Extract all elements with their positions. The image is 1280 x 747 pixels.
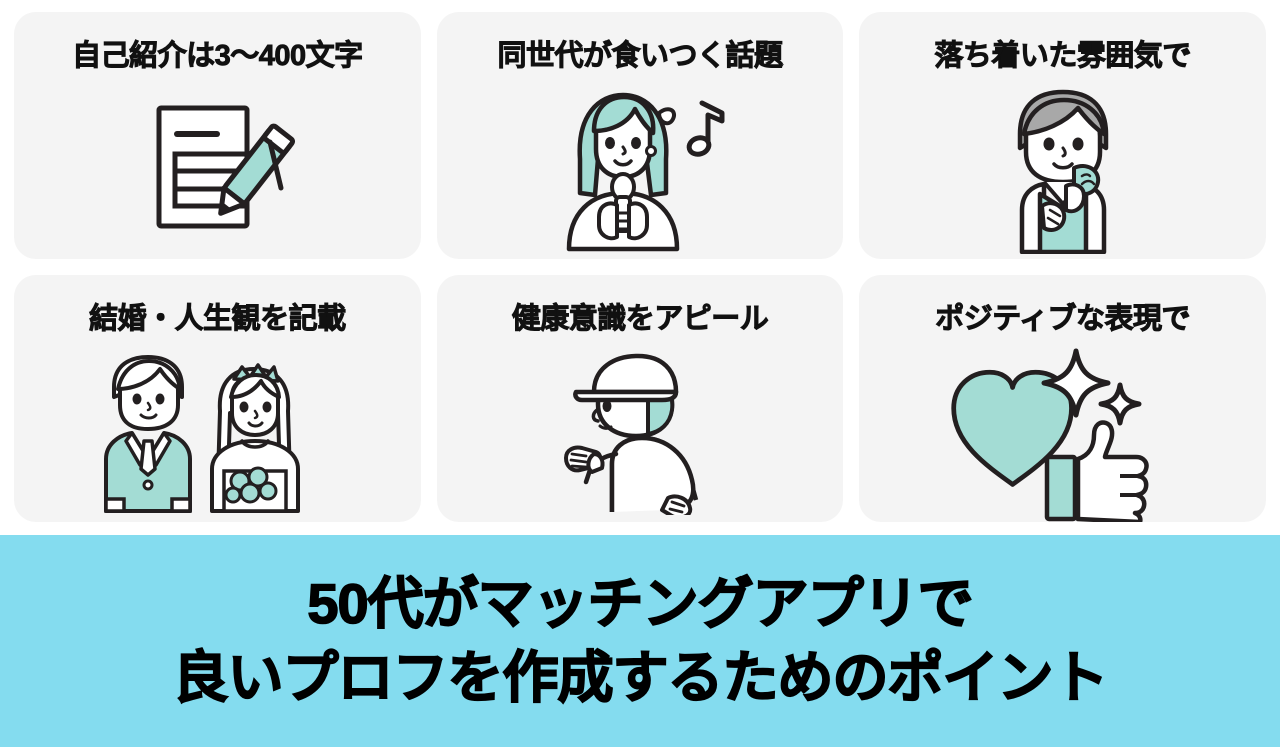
older-man-with-handkerchief-icon: [1017, 89, 1108, 254]
card-title: 結婚・人生観を記載: [89, 303, 347, 336]
sparkle-small-icon: [1098, 382, 1142, 425]
card-illustration: [859, 347, 1266, 522]
bride-figure: [210, 362, 301, 513]
sparkle-large-icon: [1041, 348, 1111, 417]
card-title: 同世代が食いつく話題: [497, 40, 783, 73]
wedding-couple-icon: [104, 354, 301, 513]
music-note-icon: [687, 100, 725, 157]
bottom-title-banner: 50代がマッチングアプリで 良いプロフを作成するためのポイント: [0, 535, 1280, 747]
card-illustration: [14, 347, 421, 518]
document-with-pencil-icon: [156, 105, 296, 228]
card-illustration: [859, 84, 1266, 255]
card-title: 自己紹介は3〜400文字: [72, 40, 364, 73]
tip-card-health-consciousness: 健康意識をアピール: [436, 275, 844, 522]
tip-card-same-generation-topics: 同世代が食いつく話題: [436, 12, 844, 259]
tip-card-marriage-life-values: 結婚・人生観を記載: [14, 275, 421, 522]
jogging-person-icon: [563, 353, 699, 515]
banner-line-1: 50代がマッチングアプリで: [307, 571, 975, 636]
card-title: ポジティブな表現で: [935, 303, 1191, 336]
heart-shape: [951, 369, 1075, 487]
card-title: 健康意識をアピール: [511, 303, 769, 336]
heart-thumbs-up-sparkle-icon: [951, 348, 1149, 522]
thumbs-up-icon: [1044, 419, 1149, 522]
groom-figure: [104, 354, 193, 513]
card-illustration: [437, 347, 844, 518]
banner-line-2: 良いプロフを作成するためのポイント: [172, 645, 1110, 710]
tip-card-positive-expression: ポジティブな表現で: [859, 275, 1266, 522]
tips-card-grid: 自己紹介は3〜400文字: [14, 12, 1266, 522]
card-illustration: [437, 84, 844, 255]
card-illustration: [14, 84, 421, 255]
card-title: 落ち着いた雰囲気で: [934, 40, 1192, 73]
woman-singing-microphone-icon: [567, 92, 725, 252]
tip-card-self-introduction-length: 自己紹介は3〜400文字: [14, 12, 421, 259]
tip-card-calm-atmosphere: 落ち着いた雰囲気で: [859, 12, 1266, 259]
